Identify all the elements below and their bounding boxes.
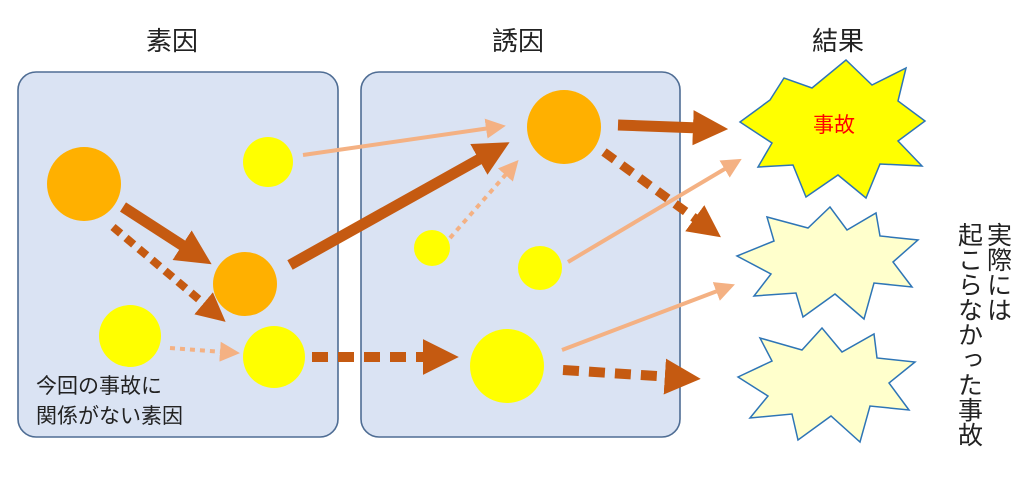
trigger-node-yellow-bottom [470,329,544,403]
light-arrow-trigger-to-latent [561,282,735,352]
header-triggers: 誘因 [492,27,544,57]
factor-node-yellow-bottom [243,326,305,388]
dotted-arrow-trigger-to-latent-1 [601,148,721,238]
trigger-node-orange [527,90,601,164]
latent-accident-star-1 [735,205,920,321]
light-arrow-trigger-to-accident [566,158,742,264]
dotted-arrow-trigger-to-latent-2 [562,358,701,395]
factor-node-orange-middle [213,252,277,316]
factor-node-yellow-top [243,137,293,187]
unrelated-factor-node [99,305,161,367]
dotted-arrow-factor-to-bottom [110,223,226,322]
light-arrow-factor-to-trigger [302,118,506,157]
factor-node-orange [47,147,121,221]
trigger-node-yellow-middle [518,246,562,290]
header-factors: 素因 [146,27,198,57]
trigger-node-yellow-small [414,230,450,266]
accident-label: 事故 [813,113,855,137]
accident-star [738,58,927,200]
light-dotted-arrow-small-to-trigger [448,159,519,240]
arrow-trigger-to-accident [617,110,729,146]
unrelated-factor-label-line2: 関係がない素因 [36,404,183,428]
header-results: 結果 [812,27,864,57]
latent-accidents-caption-col2: 起こらなかった事故 [955,222,984,447]
latent-accidents-caption-col1: 実際には [984,222,1013,322]
unrelated-factor-label-line1: 今回の事故に [36,374,162,398]
arrow-middle-to-trigger [287,142,510,270]
arrow-factor-to-middle [120,202,212,265]
latent-accident-star-2 [736,326,917,444]
